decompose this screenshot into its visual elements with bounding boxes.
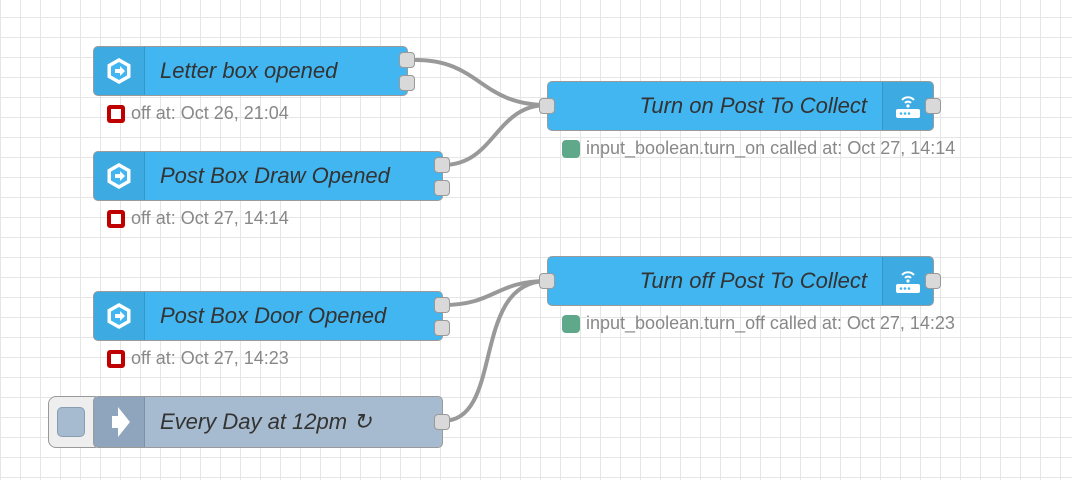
node-post-box-draw-opened[interactable]: Post Box Draw Opened bbox=[93, 151, 450, 201]
status-dot-off bbox=[107, 209, 125, 228]
node-label: Turn on Post To Collect bbox=[639, 93, 867, 118]
output-port[interactable] bbox=[399, 75, 415, 91]
wire-draw-to-turn-on[interactable] bbox=[441, 103, 549, 167]
node-every-day-at-12pm[interactable]: Every Day at 12pm ↻ bbox=[93, 396, 450, 448]
output-port[interactable] bbox=[399, 52, 415, 68]
node-label: Letter box opened bbox=[160, 58, 338, 83]
node-post-box-door-opened[interactable]: Post Box Door Opened bbox=[93, 291, 450, 341]
output-port[interactable] bbox=[434, 414, 450, 430]
status-dot-ok bbox=[562, 314, 580, 333]
node-status: off at: Oct 27, 14:23 bbox=[107, 348, 289, 369]
node-label: Turn off Post To Collect bbox=[639, 268, 867, 293]
node-label: Post Box Door Opened bbox=[160, 303, 387, 328]
ha-event-icon bbox=[94, 47, 145, 95]
output-port[interactable] bbox=[925, 98, 941, 114]
output-port[interactable] bbox=[434, 180, 450, 196]
inject-button-face[interactable] bbox=[57, 407, 85, 437]
wire-everyday-to-turn-off[interactable] bbox=[441, 279, 549, 423]
ha-service-icon bbox=[882, 82, 933, 130]
node-label: Every Day at 12pm ↻ bbox=[160, 409, 372, 434]
node-status: input_boolean.turn_on called at: Oct 27,… bbox=[562, 138, 955, 159]
ha-event-icon bbox=[94, 152, 145, 200]
output-port[interactable] bbox=[434, 320, 450, 336]
node-label: Post Box Draw Opened bbox=[160, 163, 390, 188]
wire-door-to-turn-off[interactable] bbox=[441, 279, 549, 307]
input-port[interactable] bbox=[539, 273, 555, 289]
output-port[interactable] bbox=[434, 297, 450, 313]
node-status: input_boolean.turn_off called at: Oct 27… bbox=[562, 313, 955, 334]
status-dot-off bbox=[107, 349, 125, 368]
output-port[interactable] bbox=[925, 273, 941, 289]
output-port[interactable] bbox=[434, 157, 450, 173]
node-turn-on-post-to-collect[interactable]: Turn on Post To Collect bbox=[539, 81, 941, 131]
input-port[interactable] bbox=[539, 98, 555, 114]
ha-service-icon bbox=[882, 257, 933, 305]
status-dot-ok bbox=[562, 139, 580, 158]
node-letter-box-opened[interactable]: Letter box opened bbox=[93, 46, 415, 96]
node-turn-off-post-to-collect[interactable]: Turn off Post To Collect bbox=[539, 256, 941, 306]
inject-arrow-icon bbox=[94, 397, 145, 447]
node-status: off at: Oct 26, 21:04 bbox=[107, 103, 289, 124]
status-dot-off bbox=[107, 104, 125, 123]
wire-letterbox-to-turn-on[interactable] bbox=[414, 58, 549, 107]
ha-event-icon bbox=[94, 292, 145, 340]
node-status: off at: Oct 27, 14:14 bbox=[107, 208, 289, 229]
